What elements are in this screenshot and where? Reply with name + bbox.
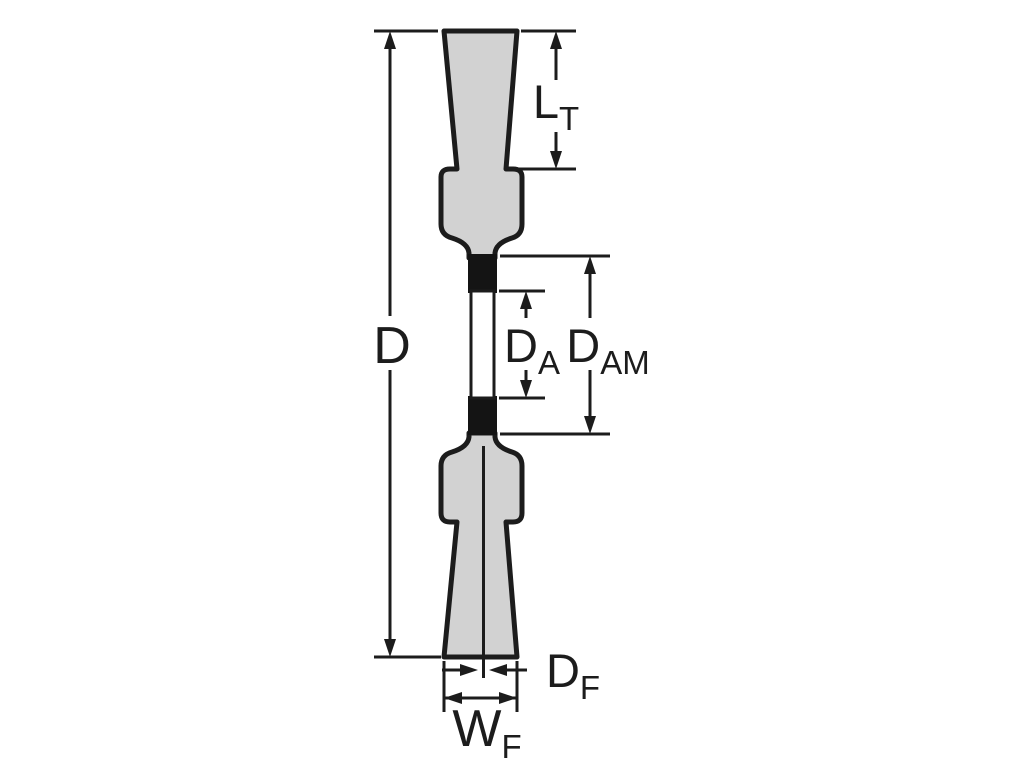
arrowhead-down-icon xyxy=(520,380,532,398)
label-mask xyxy=(366,316,418,370)
label-adapter-diameter: DAM xyxy=(566,319,649,381)
label-mask xyxy=(562,318,654,370)
arrowhead-up-icon xyxy=(384,31,396,49)
arrowhead-down-icon xyxy=(384,639,396,657)
arrowhead-right-icon xyxy=(499,692,517,704)
arbor-bore xyxy=(469,289,496,400)
dim-face-width: WF xyxy=(442,661,522,765)
arrowhead-left-icon xyxy=(489,664,507,676)
arrowhead-up-icon xyxy=(584,256,596,274)
dim-filament-diameter: DF xyxy=(442,644,600,706)
brush-bottom-section xyxy=(438,430,525,660)
label-mask xyxy=(500,318,564,370)
arrowhead-down-icon xyxy=(584,416,596,434)
arrowhead-up-icon xyxy=(520,291,532,309)
label-mask xyxy=(528,80,584,132)
brush-body xyxy=(438,28,525,678)
arrowhead-down-icon xyxy=(550,151,562,169)
dim-overall-diameter: D xyxy=(366,29,441,659)
brush-top-section xyxy=(438,28,525,261)
dim-adapter-diameter: DAM xyxy=(500,254,654,436)
label-trim-length: LT xyxy=(533,75,579,137)
dim-trim-length: LT xyxy=(509,29,584,171)
arrowhead-right-icon xyxy=(460,664,478,676)
hub-top xyxy=(468,254,497,293)
label-filament-diameter: DF xyxy=(546,644,600,706)
hub-bottom xyxy=(468,396,497,435)
arrowhead-up-icon xyxy=(550,31,562,49)
label-overall-diameter: D xyxy=(373,317,411,375)
arrowhead-left-icon xyxy=(444,692,462,704)
label-face-width: WF xyxy=(452,700,521,765)
label-arbor-hole-diameter: DA xyxy=(504,319,560,381)
dim-arbor-hole-diameter: DA xyxy=(499,289,564,400)
